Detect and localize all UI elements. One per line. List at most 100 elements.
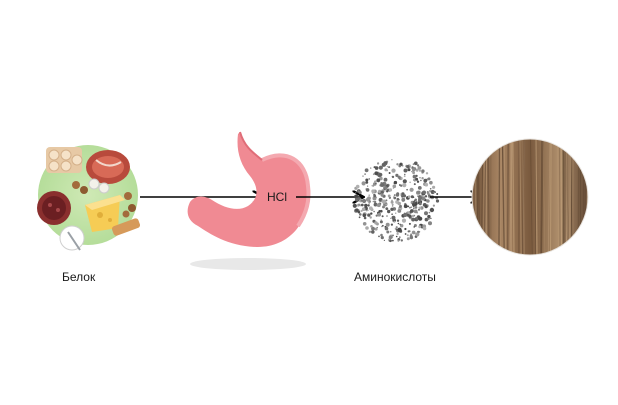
particle — [401, 194, 403, 196]
hair-strand — [477, 137, 478, 257]
particle — [362, 181, 366, 185]
hair-strand — [583, 137, 584, 257]
particle — [399, 224, 401, 226]
amino-acid-particles-icon — [353, 159, 439, 242]
particle — [382, 200, 386, 204]
particle — [401, 198, 405, 202]
particle — [392, 240, 394, 242]
particle — [424, 211, 428, 215]
particle — [400, 185, 402, 187]
particle — [384, 168, 387, 171]
particle — [427, 215, 430, 218]
particle — [353, 204, 357, 208]
particle — [412, 231, 416, 235]
particle — [362, 199, 366, 203]
particle — [381, 219, 382, 220]
particle — [379, 173, 382, 176]
particle — [406, 165, 409, 168]
particle — [411, 195, 414, 198]
particle — [373, 201, 374, 202]
particle — [403, 194, 406, 197]
particle — [374, 180, 377, 183]
particle — [363, 222, 367, 226]
particle — [418, 166, 422, 170]
particle — [394, 194, 396, 196]
particle — [370, 212, 372, 214]
particle — [399, 178, 401, 180]
particle — [393, 221, 395, 223]
particle — [385, 227, 389, 231]
particle — [363, 213, 367, 217]
food-plate-icon — [37, 145, 141, 250]
particle — [392, 204, 394, 206]
hcl-label: HCl — [267, 190, 287, 204]
particle — [428, 177, 431, 180]
particle — [370, 167, 371, 168]
particle — [432, 186, 435, 189]
particle — [388, 195, 391, 198]
particle — [415, 178, 418, 181]
particle — [355, 198, 359, 202]
particle — [389, 198, 391, 200]
particle — [404, 228, 406, 230]
particle — [380, 210, 383, 213]
particle — [406, 189, 408, 191]
particle — [375, 228, 378, 231]
particle — [397, 209, 401, 213]
particle — [393, 185, 397, 189]
particle — [404, 174, 405, 175]
amino-acids-label: Аминокислоты — [354, 270, 436, 284]
particle — [407, 237, 410, 240]
particle — [409, 182, 411, 184]
particle — [403, 179, 407, 183]
particle — [410, 188, 414, 192]
particle — [364, 204, 367, 207]
particle — [411, 171, 412, 172]
particle — [369, 206, 373, 210]
particle — [417, 191, 420, 194]
particle — [418, 198, 421, 201]
particle — [407, 234, 409, 236]
particle — [359, 191, 362, 194]
particle — [405, 233, 407, 235]
particle — [368, 214, 370, 216]
particle — [371, 185, 372, 186]
hair-strand — [551, 137, 552, 257]
particle — [366, 188, 370, 192]
particle — [408, 168, 411, 171]
particle — [382, 163, 386, 167]
hair-icon — [470, 137, 590, 257]
particle — [407, 206, 409, 208]
particle — [410, 212, 412, 214]
particle — [391, 224, 393, 226]
particle — [408, 230, 410, 232]
particle — [373, 195, 376, 198]
particle — [382, 215, 384, 217]
particle — [381, 236, 384, 239]
particle — [384, 189, 385, 190]
particle — [367, 196, 371, 200]
particle — [381, 194, 384, 197]
particle — [391, 213, 393, 215]
particle — [399, 163, 401, 165]
particle — [423, 179, 427, 183]
particle — [429, 212, 431, 214]
protein-label: Белок — [62, 270, 95, 284]
particle — [397, 202, 401, 206]
particle — [430, 208, 434, 212]
particle — [415, 206, 418, 209]
particle — [370, 225, 373, 228]
particle — [366, 210, 367, 211]
hair-strand — [511, 137, 512, 257]
particle — [361, 204, 364, 207]
hair-strand — [488, 137, 489, 257]
particle — [420, 202, 422, 204]
particle — [418, 217, 422, 221]
particle — [415, 232, 419, 236]
particle — [418, 207, 420, 209]
particle — [412, 171, 415, 174]
particle — [377, 203, 381, 207]
hair-strand — [589, 137, 590, 257]
particle — [419, 231, 421, 233]
